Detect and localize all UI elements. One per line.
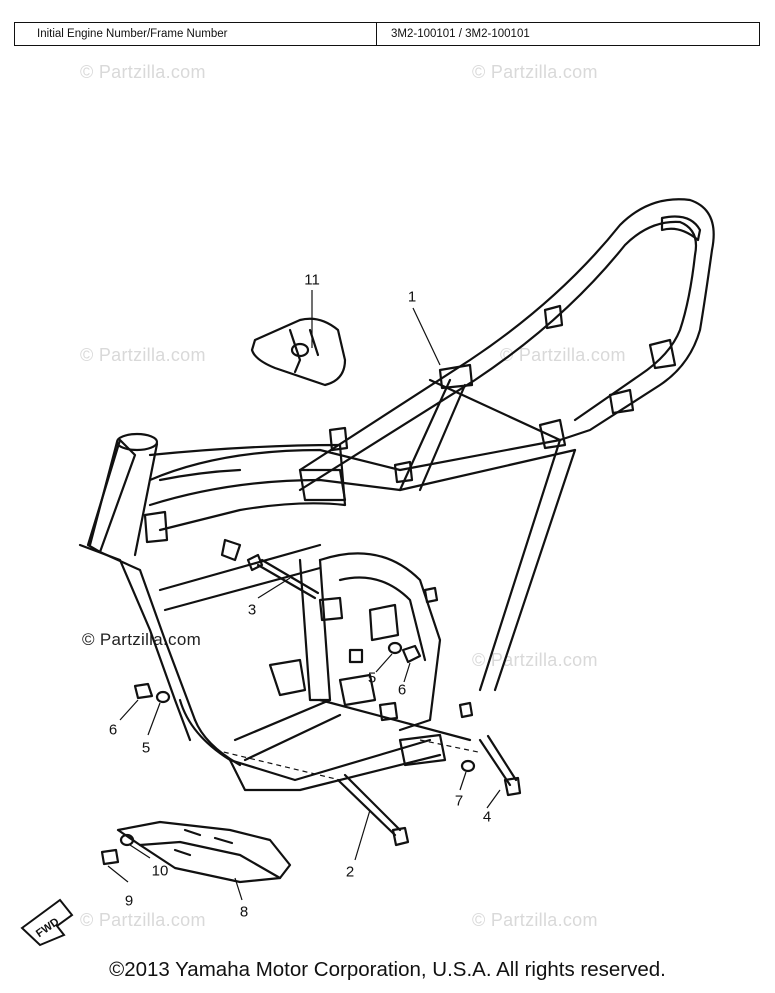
callout-10: 10 (151, 862, 169, 880)
callout-6-right: 6 (397, 681, 407, 699)
watermark: © Partzilla.com (80, 345, 206, 365)
watermark: © Partzilla.com (472, 62, 598, 82)
part-9-bolt (100, 848, 120, 866)
watermark: © Partzilla.com (472, 910, 598, 930)
watermark: © Partzilla.com (80, 910, 206, 930)
callout-7: 7 (454, 792, 464, 810)
header-table: Initial Engine Number/Frame Number 3M2-1… (14, 22, 760, 46)
callout-3: 3 (247, 601, 257, 619)
frame-main (78, 198, 715, 792)
part-7-washer (460, 759, 476, 773)
callout-8: 8 (239, 903, 249, 921)
part-5-washer (387, 641, 403, 655)
part-11-rubber (250, 317, 347, 387)
part-5-washer (155, 690, 171, 704)
part-8-skid-plate (116, 820, 292, 884)
engine-frame-label: Initial Engine Number/Frame Number (15, 23, 377, 45)
callout-11: 11 (304, 271, 320, 289)
part-3-bolt (246, 553, 320, 600)
fwd-arrow-icon: FWD (20, 898, 74, 947)
engine-frame-value: 3M2-100101 / 3M2-100101 (391, 28, 530, 40)
part-4-bolt (478, 734, 522, 797)
callout-2: 2 (345, 863, 355, 881)
callout-6-left: 6 (108, 721, 118, 739)
copyright-footer: ©2013 Yamaha Motor Corporation, U.S.A. A… (109, 958, 666, 981)
callout-1: 1 (407, 288, 417, 306)
part-6-nut (401, 644, 422, 664)
part-2-bolt (336, 773, 410, 847)
part-10-washer (119, 833, 135, 847)
part-6-nut (133, 682, 154, 700)
leader-lines (107, 290, 501, 901)
callout-9: 9 (124, 892, 134, 910)
watermark: © Partzilla.com (80, 62, 206, 82)
callout-4: 4 (482, 808, 492, 826)
callout-5-left: 5 (141, 739, 151, 757)
watermark: © Partzilla.com (500, 345, 626, 365)
watermark: © Partzilla.com (82, 630, 202, 649)
callout-5-right: 5 (367, 669, 377, 687)
